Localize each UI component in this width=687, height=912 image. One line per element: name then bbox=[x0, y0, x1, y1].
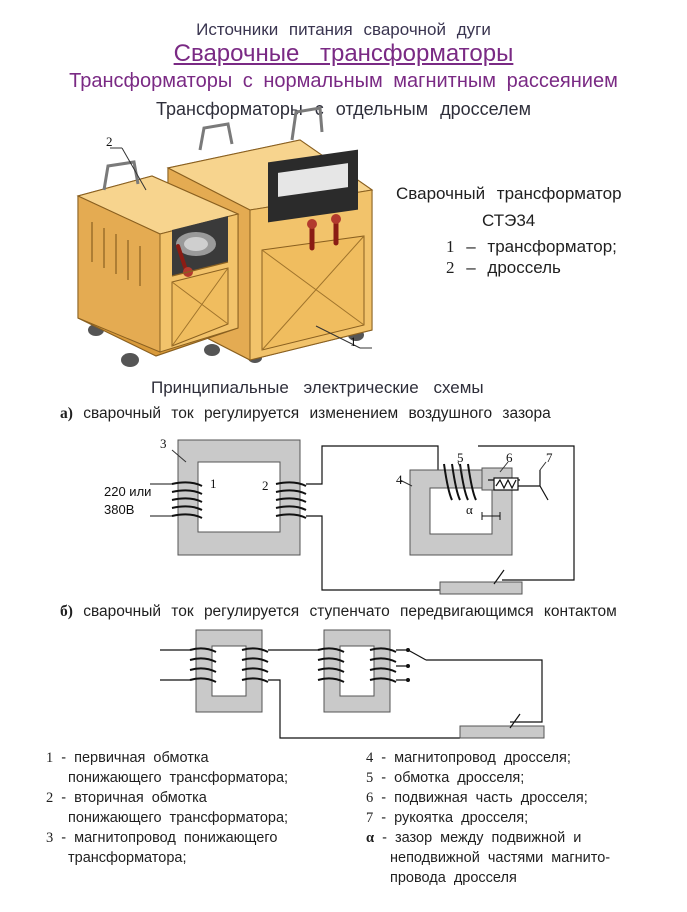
scheme-a-label-2: 2 bbox=[262, 478, 269, 493]
reactor-cabinet bbox=[76, 160, 240, 357]
schemes-title: Принципиальные электрические схемы bbox=[151, 378, 484, 397]
scheme-a-label-6: 6 bbox=[506, 450, 513, 465]
device-item-1-text: – трансформатор; bbox=[466, 237, 617, 256]
section-title: Трансформаторы с отдельным дросселем bbox=[156, 99, 531, 119]
legend-right-6-num: 6 bbox=[366, 790, 374, 806]
scheme-b-text: сварочный ток регулируется ступенчато пе… bbox=[83, 603, 617, 620]
device-item-2-num: 2 bbox=[446, 258, 455, 277]
legend-right-6: 6 - подвижная часть дросселя; bbox=[366, 790, 588, 807]
scheme-a-caption: а) сварочный ток регулируется изменением… bbox=[60, 405, 551, 423]
legend-right-alpha-line-2: неподвижной частями магнито- bbox=[390, 850, 611, 866]
legend-right-7: 7 - рукоятка дросселя; bbox=[366, 810, 528, 827]
legend-right-4-num: 4 bbox=[366, 750, 374, 766]
scheme-a-label-1: 1 bbox=[210, 476, 217, 491]
legend-right-4-text: - магнитопровод дросселя; bbox=[381, 750, 571, 766]
device-item-1: 1 – трансформатор; bbox=[446, 237, 617, 257]
subtitle: Трансформаторы с нормальным магнитным ра… bbox=[69, 70, 618, 92]
legend-right-5-num: 5 bbox=[366, 770, 374, 786]
legend-right-5: 5 - обмотка дросселя; bbox=[366, 770, 524, 787]
legend-right-5-text: - обмотка дросселя; bbox=[381, 770, 525, 786]
legend-left-2-line-2: понижающего трансформатора; bbox=[68, 810, 289, 826]
scheme-b-marker: б) bbox=[60, 603, 73, 620]
page-title: Сварочные трансформаторы bbox=[173, 40, 514, 67]
scheme-b-caption: б) сварочный ток регулируется ступенчато… bbox=[60, 603, 617, 621]
legend-right-alpha-line-1: α - зазор между подвижной и bbox=[366, 830, 581, 847]
scheme-a-label-7: 7 bbox=[546, 450, 553, 465]
legend-left-3-line-2: трансформатора; bbox=[68, 850, 187, 866]
legend-right-alpha-line-3: провода дросселя bbox=[390, 870, 517, 886]
device-item-2-text: – дроссель bbox=[466, 258, 561, 277]
scheme-a-label-4: 4 bbox=[396, 472, 403, 487]
scheme-a-marker: а) bbox=[60, 405, 73, 422]
legend-left-2-num: 2 bbox=[46, 790, 54, 806]
device-caption-model: СТЭ34 bbox=[482, 211, 536, 230]
device-item-2: 2 – дроссель bbox=[446, 258, 561, 278]
scheme-b bbox=[160, 629, 545, 739]
legend-right-alpha-num: α bbox=[366, 830, 375, 846]
legend-left-1-line-1: 1 - первичная обмотка bbox=[46, 750, 209, 767]
legend-left-3-text: - магнитопровод понижающего bbox=[61, 830, 278, 846]
device-caption-title: Сварочный трансформатор bbox=[396, 184, 622, 203]
legend-left-1-num: 1 bbox=[46, 750, 54, 766]
callout-label-2: 2 bbox=[106, 134, 113, 149]
device-item-1-num: 1 bbox=[446, 237, 455, 256]
legend-right-7-num: 7 bbox=[366, 810, 374, 826]
legend-right-4: 4 - магнитопровод дросселя; bbox=[366, 750, 571, 767]
voltage-label-line-1: 220 или bbox=[104, 484, 151, 499]
callout-line-2 bbox=[121, 147, 147, 191]
legend-right-alpha-text: - зазор между подвижной и bbox=[382, 830, 582, 846]
callout-label-1: 1 bbox=[350, 334, 357, 349]
header-line-1: Источники питания сварочной дуги bbox=[196, 20, 491, 39]
legend-left-2-line-1: 2 - вторичная обмотка bbox=[46, 790, 207, 807]
legend-right-6-text: - подвижная часть дросселя; bbox=[381, 790, 588, 806]
legend-right-7-text: - рукоятка дросселя; bbox=[381, 810, 529, 826]
scheme-a-text: сварочный ток регулируется изменением во… bbox=[83, 405, 551, 422]
legend-left-3-line-1: 3 - магнитопровод понижающего bbox=[46, 830, 277, 847]
scheme-a-label-5: 5 bbox=[457, 450, 464, 465]
legend-left-1-text: - первичная обмотка bbox=[61, 750, 209, 766]
scheme-a bbox=[150, 439, 575, 595]
scheme-a-label-alpha: α bbox=[466, 502, 473, 517]
voltage-label-line-2: 380В bbox=[104, 502, 134, 517]
legend-left-3-num: 3 bbox=[46, 830, 54, 846]
scheme-a-label-3: 3 bbox=[160, 436, 167, 451]
callout-line-1 bbox=[315, 325, 361, 349]
legend-left-2-text: - вторичная обмотка bbox=[61, 790, 207, 806]
legend-left-1-line-2: понижающего трансформатора; bbox=[68, 770, 289, 786]
